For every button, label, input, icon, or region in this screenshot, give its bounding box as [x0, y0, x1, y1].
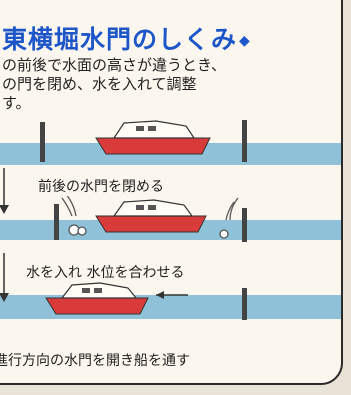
description-line-3: す。	[2, 94, 31, 112]
flow-arrow-icon	[156, 291, 188, 299]
gate-left-2	[54, 204, 59, 240]
step-arrow-1-icon	[0, 168, 9, 214]
description-line-1: の前後で水面の高さが違うとき、	[2, 56, 226, 74]
diagram-card: 東横堀水門のしくみ◆ の前後で水面の高さが違うとき、 の門を閉め、水を入れて調整…	[0, 0, 343, 385]
splash-icons	[61, 193, 239, 239]
description: の前後で水面の高さが違うとき、 の門を閉め、水を入れて調整 す。	[2, 56, 332, 113]
description-line-2: の門を閉め、水を入れて調整	[2, 75, 197, 93]
boat-2	[95, 199, 207, 233]
gate-right-1	[242, 120, 247, 162]
gate-left-1	[40, 122, 45, 162]
step-arrow-2-icon	[0, 253, 9, 302]
boat-3	[45, 282, 149, 315]
step-3-label: 進行方向の水門を開き船を通す	[0, 350, 192, 370]
gate-right-2	[242, 208, 247, 242]
gate-right-3	[242, 288, 247, 320]
step-2-label: 水を入れ 水位を合わせる	[24, 262, 187, 282]
title-text: 東横堀水門のしくみ	[2, 25, 238, 54]
lock-illustration	[0, 120, 341, 320]
step-1-label: 前後の水門を閉める	[36, 176, 166, 196]
diamond-icon: ◆	[239, 33, 251, 49]
diagram-title: 東横堀水門のしくみ◆	[2, 20, 251, 56]
boat-1	[95, 120, 211, 155]
